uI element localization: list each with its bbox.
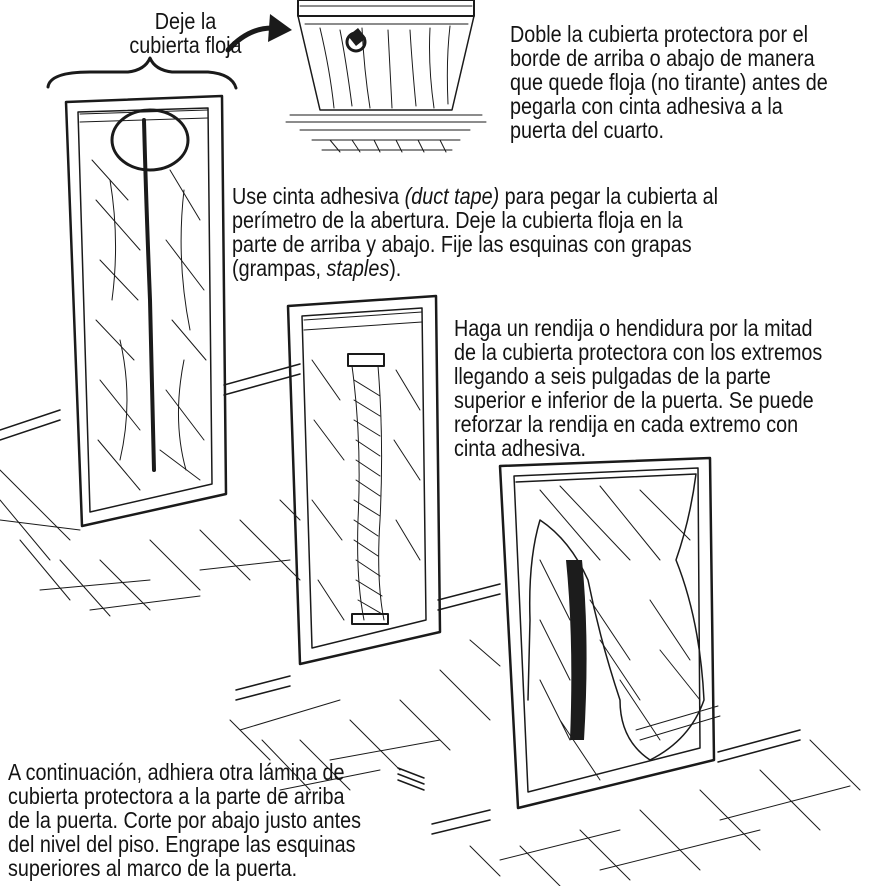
tape-line-2: perímetro de la abertura. Deje la cubier… (232, 207, 683, 233)
slit-line-5: reforzar la rendija en cada extremo con (454, 411, 799, 437)
slack-label-line-1: Deje la (154, 8, 217, 34)
second-line-3: de la puerta. Corte por abajo justo ante… (8, 807, 361, 833)
slack-label-line-2: cubierta floja (129, 32, 242, 58)
fold-line-4: pegarla con cinta adhesiva a la (510, 93, 783, 119)
slit-instructions: Haga un rendija o hendidura por la mitad… (454, 316, 883, 460)
fold-detail-illustration (285, 0, 487, 153)
slit-line-3: llegando a seis pulgadas de la parte (454, 363, 771, 389)
tape-line-4-c: ). (389, 255, 402, 281)
curved-arrow (225, 25, 275, 53)
second-line-2: cubierta protectora a la parte de arriba (8, 783, 345, 809)
tape-line-4-a: (grampas, (232, 255, 327, 281)
tape-line-4-italic: staples (326, 255, 390, 281)
slit-line-6: cinta adhesiva. (454, 435, 586, 461)
arrow-head-icon (268, 14, 292, 42)
leader-line (397, 767, 425, 791)
second-line-1: A continuación, adhiera otra lámina de (8, 759, 345, 785)
door-1-illustration (0, 94, 301, 617)
door-3-illustration (431, 456, 861, 886)
second-line-5: superiores al marco de la puerta. (8, 855, 298, 881)
tape-line-4: (grampas, staples). (232, 256, 825, 280)
tape-line-3: parte de arriba y abajo. Fije las esquin… (232, 231, 692, 257)
tape-line-1-a: Use cinta adhesiva (232, 183, 405, 209)
fold-line-1: Doble la cubierta protectora por el (510, 21, 808, 47)
slit-line-4: superior e inferior de la puerta. Se pue… (454, 387, 814, 413)
slack-label: Deje la cubierta floja (121, 9, 250, 57)
fold-line-2: borde de arriba o abajo de manera (510, 45, 815, 71)
second-line-4: del nivel del piso. Engrape las esquinas (8, 831, 356, 857)
fold-instructions: Doble la cubierta protectora por el bord… (510, 22, 880, 142)
slack-brace (46, 56, 238, 90)
tape-line-1-italic: (duct tape) (404, 183, 500, 209)
second-sheet-instructions: A continuación, adhiera otra lámina de c… (8, 760, 404, 880)
slit-line-1: Haga un rendija o hendidura por la mitad (454, 315, 813, 341)
fold-line-3: que quede floja (no tirante) antes de (510, 69, 828, 95)
tape-instructions: Use cinta adhesiva (duct tape) para pega… (232, 184, 825, 280)
fold-line-5: puerta del cuarto. (510, 117, 664, 143)
tape-line-1: Use cinta adhesiva (duct tape) para pega… (232, 184, 825, 208)
tape-line-1-c: para pegar la cubierta al (499, 183, 719, 209)
slit-line-2: de la cubierta protectora con los extrem… (454, 339, 823, 365)
door-2-illustration (229, 294, 501, 791)
